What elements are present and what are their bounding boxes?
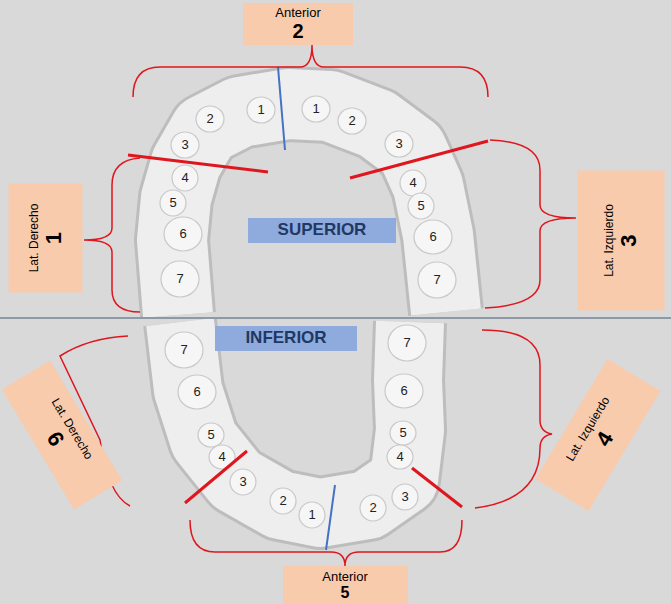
tooth-outline — [338, 108, 366, 134]
section-number: 6 — [42, 427, 70, 450]
tooth-number: 6 — [429, 230, 436, 244]
section-box: Anterior2 — [243, 3, 353, 45]
divider-line — [0, 317, 671, 319]
upper-arch-edge — [172, 104, 446, 315]
tooth-number: 7 — [433, 273, 440, 287]
tooth-number: 2 — [369, 501, 376, 515]
arch-title-box: SUPERIOR — [248, 218, 396, 243]
section-separator — [185, 451, 247, 503]
tooth-outline — [270, 488, 296, 514]
tooth-outline — [392, 484, 418, 510]
section-separator — [412, 468, 462, 507]
tooth-outline — [171, 132, 199, 158]
section-number: 3 — [616, 234, 641, 246]
section-name: SUPERIOR — [278, 220, 367, 240]
tooth-outline — [385, 131, 413, 157]
tooth-number: 6 — [193, 385, 200, 399]
section-box: Lat. Izquierdo3 — [578, 170, 665, 310]
midline — [326, 485, 335, 550]
tooth-number: 3 — [401, 490, 408, 504]
section-number: 1 — [40, 232, 65, 244]
lower-arch — [180, 322, 410, 513]
tooth-number: 7 — [180, 343, 187, 357]
section-number: 2 — [292, 20, 303, 43]
tooth-number: 5 — [399, 426, 406, 440]
section-name: Anterior — [275, 5, 321, 20]
upper-arch — [172, 104, 446, 315]
tooth-outline — [360, 495, 386, 521]
tooth-outline — [302, 96, 330, 122]
tooth-number: 1 — [312, 102, 319, 116]
tooth-number: 5 — [207, 428, 214, 442]
section-number: 4 — [590, 427, 618, 450]
tooth-outline — [299, 502, 325, 528]
midline — [278, 67, 285, 150]
tooth-number: 2 — [206, 112, 213, 126]
section-number: 5 — [341, 584, 350, 602]
tooth-number: 7 — [403, 336, 410, 350]
tooth-number: 4 — [409, 176, 416, 190]
lower-arch-edge — [180, 322, 410, 513]
tooth-number: 2 — [348, 114, 355, 128]
tooth-outline — [414, 220, 452, 254]
tooth-number: 4 — [396, 450, 403, 464]
section-name: Lat. Derecho — [49, 396, 96, 462]
bracket — [190, 520, 462, 566]
tooth-outline — [387, 445, 413, 469]
tooth-outline — [385, 374, 423, 408]
brackets — [60, 45, 576, 566]
section-name: INFERIOR — [245, 328, 326, 348]
tooth-outline — [178, 375, 216, 409]
arch-title-box: INFERIOR — [215, 326, 357, 351]
tooth-outline — [247, 97, 275, 123]
tooth-outline — [161, 261, 199, 297]
tooth-outline — [165, 332, 203, 368]
tooth-number: 3 — [239, 475, 246, 489]
section-box: Lat. Izquierdo4 — [535, 359, 660, 511]
tooth-outline — [196, 106, 224, 132]
tooth-number: 7 — [176, 272, 183, 286]
tooth-outline — [198, 423, 224, 447]
tooth-outline — [400, 170, 426, 196]
tooth-outline — [390, 421, 416, 445]
bracket — [133, 45, 488, 97]
bracket — [485, 140, 576, 308]
tooth-number: 4 — [181, 171, 188, 185]
bracket — [84, 158, 140, 312]
section-box: Anterior5 — [283, 566, 408, 604]
tooth-number: 6 — [179, 227, 186, 241]
tooth-number: 2 — [279, 494, 286, 508]
section-name: Anterior — [322, 569, 368, 584]
section-box: Lat. Derecho6 — [2, 361, 122, 510]
section-name: Lat. Derecho — [26, 204, 40, 273]
tooth-number: 5 — [417, 199, 424, 213]
section-separator — [128, 155, 268, 172]
tooth-number: 1 — [257, 103, 264, 117]
tooth-outline — [160, 190, 186, 216]
section-separator — [350, 141, 488, 178]
tooth-number: 3 — [395, 137, 402, 151]
tooth-number: 4 — [218, 450, 225, 464]
tooth-outline — [408, 193, 434, 219]
section-name: Lat. Izquierdo — [563, 394, 612, 464]
tooth-number: 1 — [308, 508, 315, 522]
tooth-outline — [418, 262, 456, 298]
tooth-outline — [388, 325, 426, 361]
tooth-number: 3 — [181, 138, 188, 152]
tooth-number: 5 — [169, 196, 176, 210]
tooth-outline — [230, 469, 256, 495]
section-box: Lat. Derecho1 — [8, 184, 82, 293]
tooth-number: 6 — [400, 384, 407, 398]
tooth-outline — [172, 165, 198, 191]
section-name: Lat. Izquierdo — [602, 204, 616, 277]
tooth-outline — [164, 217, 202, 251]
